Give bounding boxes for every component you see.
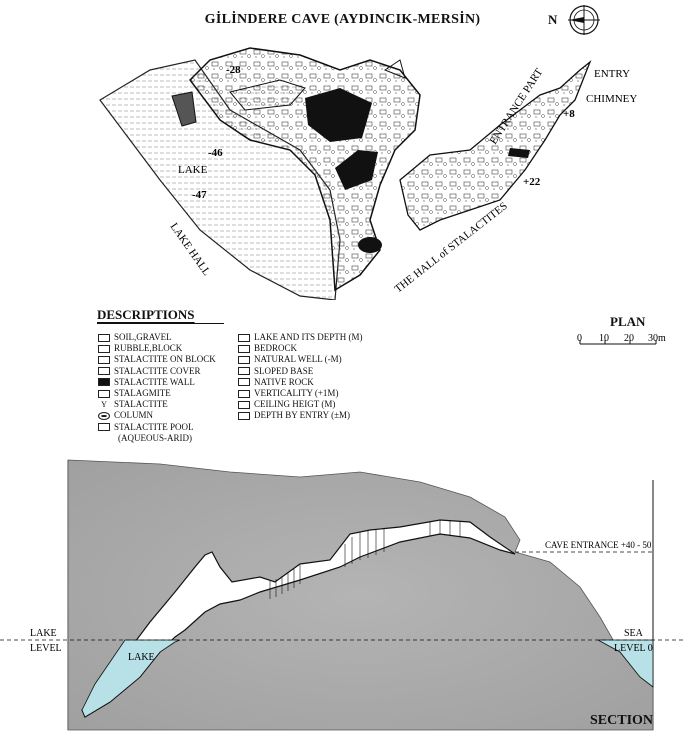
legend-item: STALACTITE COVER (98, 366, 216, 377)
label-lake: LAKE (178, 164, 208, 176)
compass-icon (568, 5, 600, 35)
stalactite-cover-icon (98, 367, 110, 376)
natural-well-icon (238, 355, 250, 364)
north-letter: N (548, 12, 558, 27)
soil-gravel-icon (98, 333, 110, 342)
legend-label: VERTICALITY (+1M) (254, 388, 339, 399)
rubble-block-icon (98, 344, 110, 353)
legend-item: RUBBLE,BLOCK (98, 343, 216, 354)
scale-tick-label: 0 (577, 333, 582, 344)
north-arrow-compass: N (548, 4, 604, 36)
depth-label-5: +22 (523, 176, 541, 188)
stalagmite-icon (98, 389, 110, 398)
depth-by-entry-icon (238, 411, 250, 420)
cave-entrance-label: CAVE ENTRANCE +40 - 50 (545, 540, 652, 550)
legend-item: Y STALACTITE (98, 399, 216, 410)
stalactite-wall-icon (98, 378, 110, 387)
legend-label: CEILING HEIGT (M) (254, 399, 336, 410)
legend-label: SLOPED BASE (254, 365, 314, 376)
legend-label: NATURAL WELL (-M) (254, 354, 342, 365)
legend-item: DEPTH BY ENTRY (±M) (238, 410, 363, 421)
section-heading: SECTION (590, 713, 654, 728)
stalactite-marks (269, 520, 461, 599)
scale-bar: 0 10 20 30m (577, 333, 666, 345)
legend-item: STALAGMITE (98, 388, 216, 399)
sloped-base-icon (238, 367, 250, 376)
legend-item: STALACTITE WALL (98, 377, 216, 388)
legend-label: STALACTITE COVER (114, 365, 201, 376)
legend-label: STALAGMITE (114, 388, 171, 399)
ceiling-height-icon (238, 400, 250, 409)
legend-item: COLUMN (98, 410, 216, 421)
legend-label: SOIL,GRAVEL (114, 332, 172, 343)
legend-item: STALACTITE ON BLOCK (98, 354, 216, 365)
depth-label-2: -46 (208, 147, 223, 159)
descriptions-heading: DESCRIPTIONS (97, 307, 195, 322)
label-chimney: CHIMNEY (586, 93, 637, 105)
column-icon (98, 411, 110, 420)
legend-label: BEDROCK (254, 343, 298, 354)
legend-item: SOIL,GRAVEL (98, 332, 216, 343)
cave-void (81, 519, 516, 718)
stalactite-on-block-icon (98, 355, 110, 364)
scale-tick-label: 10 (599, 333, 609, 344)
legend-item: NATIVE ROCK (238, 377, 363, 388)
depth-label-4: +8 (563, 108, 575, 120)
legend-item: VERTICALITY (+1M) (238, 388, 363, 399)
legend-item: BEDROCK (238, 343, 363, 354)
scale-tick-label: 20 (624, 333, 634, 344)
sea-water (597, 639, 654, 688)
native-rock-icon (238, 378, 250, 387)
legend-label: STALACTITE POOL (114, 421, 194, 432)
legend-label: (AQUEOUS-ARID) (118, 432, 192, 443)
lake-level-label-line2: LEVEL (30, 643, 62, 654)
bedrock-icon (238, 344, 250, 353)
legend-label: STALACTITE ON BLOCK (114, 354, 216, 365)
descriptions-underline (97, 323, 224, 324)
label-entry: ENTRY (594, 68, 630, 80)
lake-label: LAKE (128, 652, 155, 663)
legend-item: (AQUEOUS-ARID) (98, 433, 216, 444)
plan-heading: PLAN (610, 314, 646, 329)
legend-label: STALACTITE (114, 399, 168, 410)
lake-level-label-line1: LAKE (30, 628, 57, 639)
legend-item: LAKE AND ITS DEPTH (M) (238, 332, 363, 343)
map-title: GİLİNDERE CAVE (AYDINCIK-MERSİN) (204, 12, 481, 27)
legend-item: STALACTITE POOL (98, 422, 216, 433)
stalactite-pool-icon (98, 423, 110, 432)
sea-label: SEA (624, 628, 644, 639)
legend-right-column: LAKE AND ITS DEPTH (M) BEDROCK NATURAL W… (238, 332, 363, 422)
lake-water (81, 639, 181, 718)
legend-left-column: SOIL,GRAVEL RUBBLE,BLOCK STALACTITE ON B… (98, 332, 216, 444)
legend-item: CEILING HEIGT (M) (238, 399, 363, 410)
depth-label-3: -47 (192, 189, 207, 201)
cave-plan-map: -28 -46 -47 +8 +22 ENTRY CHIMNEY ENTRANC… (99, 47, 637, 300)
cave-section-profile: CAVE ENTRANCE +40 - 50 LAKE LEVEL LAKE S… (0, 459, 685, 731)
depth-label-1: -28 (226, 64, 241, 76)
legend-label: DEPTH BY ENTRY (±M) (254, 410, 351, 421)
sea-level-label: LEVEL 0 (614, 643, 653, 654)
scale-tick-label: 30m (648, 333, 666, 344)
rock-mass (67, 459, 654, 731)
stalactite-icon: Y (98, 400, 110, 409)
cave-chambers (171, 47, 592, 292)
legend-label: NATIVE ROCK (254, 376, 314, 387)
legend-label: COLUMN (114, 410, 154, 421)
legend-item: NATURAL WELL (-M) (238, 354, 363, 365)
legend-label: RUBBLE,BLOCK (114, 343, 183, 354)
legend-label: LAKE AND ITS DEPTH (M) (254, 332, 363, 343)
legend-label: STALACTITE WALL (114, 376, 195, 387)
lake-depth-icon (238, 333, 250, 342)
verticality-icon (238, 389, 250, 398)
legend-item: SLOPED BASE (238, 366, 363, 377)
